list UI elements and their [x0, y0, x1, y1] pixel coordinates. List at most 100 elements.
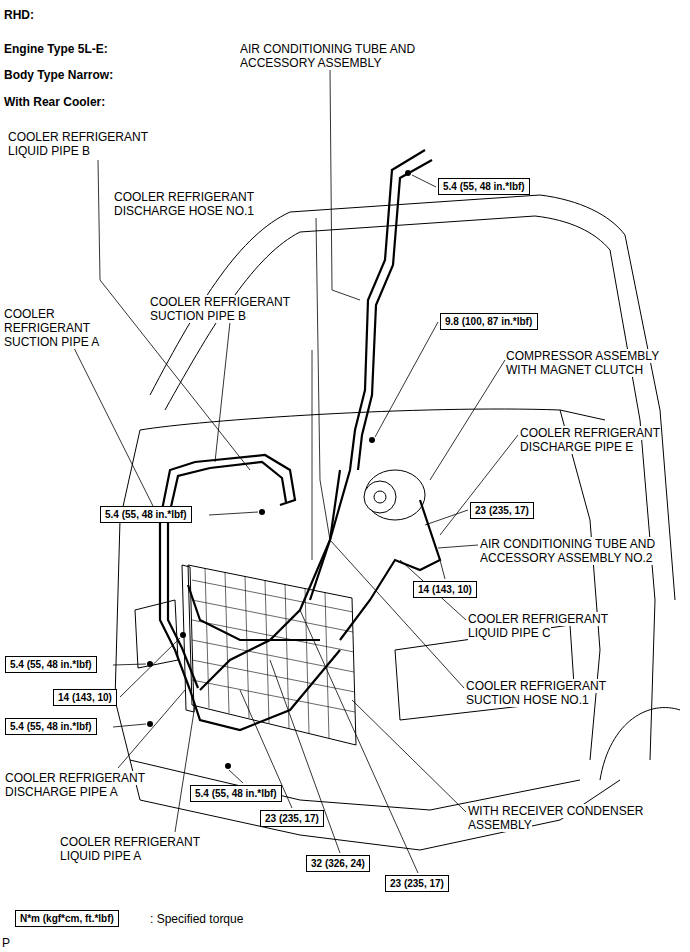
leader-line [440, 435, 518, 535]
leader-line [316, 218, 330, 540]
torque-value: 32 (326, 24) [311, 857, 365, 870]
part-label: COMPRESSOR ASSEMBLY WITH MAGNET CLUTCH [506, 349, 672, 377]
torque-value: 14 (143, 10) [58, 691, 112, 704]
pipe [188, 585, 320, 640]
label-text: AIR CONDITIONING TUBE AND ACCESSORY ASSE… [240, 42, 415, 70]
leader-line [113, 724, 146, 727]
torque-value: N*m (kgf*cm, ft.*lbf) [20, 912, 114, 925]
leader-line [412, 175, 436, 187]
headlamp [135, 600, 178, 668]
torque-box: 14 (143, 10) [53, 689, 117, 706]
refrigerant-pipes [160, 150, 440, 730]
leader-line [352, 700, 466, 812]
torque-box: 32 (326, 24) [306, 855, 370, 872]
part-label: COOLER REFRIGERANT DISCHARGE PIPE A [5, 771, 165, 799]
label-text: Body Type Narrow: [4, 68, 113, 82]
leader-line [312, 350, 313, 560]
torque-value: 5.4 (55, 48 in.*lbf) [195, 787, 277, 800]
label-text: RHD: [4, 8, 34, 22]
front-corner [560, 410, 600, 760]
front-panel [115, 430, 620, 850]
torque-value: 14 (143, 10) [418, 583, 472, 596]
torque-box: 5.4 (55, 48 in.*lbf) [438, 178, 530, 195]
header-label: Engine Type 5L-E: [4, 42, 204, 56]
part-label: COOLER REFRIGERANT LIQUID PIPE B [8, 130, 178, 158]
part-label: COOLER REFRIGERANT LIQUID PIPE C [468, 612, 638, 640]
leader-line [118, 690, 185, 768]
vehicle-outline [115, 195, 680, 850]
label-text: P [2, 936, 10, 950]
bolt [180, 632, 186, 638]
leader-line [300, 610, 418, 873]
leader-line [120, 638, 180, 697]
torque-value: 23 (235, 17) [265, 812, 319, 825]
torque-box: 9.8 (100, 87 in.*lbf) [440, 313, 538, 330]
pipe [160, 460, 215, 690]
header-label: Body Type Narrow: [4, 68, 204, 82]
label-text: COOLER REFRIGERANT LIQUID PIPE B [8, 130, 148, 158]
magnet-clutch [364, 481, 396, 513]
torque-box: 14 (143, 10) [413, 581, 477, 598]
part-label: AIR CONDITIONING TUBE AND ACCESSORY ASSE… [240, 42, 440, 70]
label-text: COOLER REFRIGERANT DISCHARGE HOSE NO.1 [114, 190, 254, 218]
torque-value: 23 (235, 17) [475, 504, 529, 517]
leader-line [430, 360, 505, 480]
label-text: COOLER REFRIGERANT DISCHARGE PIPE A [5, 771, 145, 799]
condenser [182, 565, 356, 745]
part-label: WITH RECEIVER CONDENSER ASSEMBLY [468, 804, 660, 832]
leader-line [425, 510, 468, 525]
condenser-fins [192, 580, 355, 712]
torque-value: 5.4 (55, 48 in.*lbf) [10, 658, 92, 671]
label-text: Engine Type 5L-E: [4, 42, 108, 56]
leader-line [209, 512, 258, 515]
wheel-arch [600, 708, 680, 780]
pipe [358, 160, 432, 470]
label-text: COOLER REFRIGERANT SUCTION HOSE NO.1 [466, 679, 606, 707]
leader-line [113, 664, 146, 665]
pipe [340, 500, 440, 640]
bolt [259, 509, 265, 515]
label-text: COOLER REFRIGERANT SUCTION PIPE A [4, 307, 99, 349]
body-side [610, 250, 655, 760]
torque-box: 5.4 (55, 48 in.*lbf) [5, 656, 97, 673]
leader-line [330, 70, 360, 300]
part-label: COOLER REFRIGERANT DISCHARGE PIPE E [520, 426, 680, 454]
label-text: COOLER REFRIGERANT LIQUID PIPE A [60, 835, 200, 863]
leader-line [70, 340, 160, 520]
part-label: AIR CONDITIONING TUBE AND ACCESSORY ASSE… [480, 537, 684, 565]
legend-box: N*m (kgf*cm, ft.*lbf) [15, 910, 119, 927]
part-label: COOLER REFRIGERANT SUCTION PIPE A [4, 307, 122, 349]
label-text: AIR CONDITIONING TUBE AND ACCESSORY ASSE… [480, 537, 655, 565]
bolt [147, 721, 153, 727]
leader-line [438, 545, 478, 548]
torque-box: 5.4 (55, 48 in.*lbf) [100, 506, 192, 523]
compressor-body [365, 470, 425, 520]
label-text: : Specified torque [150, 912, 243, 926]
header-label: With Rear Cooler: [4, 95, 204, 109]
bumper [130, 760, 580, 810]
leader-line [440, 560, 445, 579]
torque-box: 23 (235, 17) [385, 875, 449, 892]
label-text: COOLER REFRIGERANT SUCTION PIPE B [150, 295, 290, 323]
leader-line [215, 322, 230, 462]
compressor [364, 470, 425, 520]
pipe [310, 150, 425, 600]
torque-value: 23 (235, 17) [390, 877, 444, 890]
page-code: P [2, 936, 32, 950]
leader-line [175, 705, 195, 832]
part-label: COOLER REFRIGERANT SUCTION HOSE NO.1 [466, 679, 636, 707]
condenser-fins [205, 568, 329, 738]
torque-value: 5.4 (55, 48 in.*lbf) [105, 508, 187, 521]
pipe [168, 468, 210, 688]
part-label: COOLER REFRIGERANT DISCHARGE HOSE NO.1 [114, 190, 274, 218]
condenser-core [188, 565, 356, 745]
torque-box: 23 (235, 17) [260, 810, 324, 827]
part-label: COOLER REFRIGERANT LIQUID PIPE A [60, 835, 230, 863]
torque-box: 23 (235, 17) [470, 502, 534, 519]
part-label: COOLER REFRIGERANT SUCTION PIPE B [150, 295, 310, 323]
torque-value: 9.8 (100, 87 in.*lbf) [445, 315, 533, 328]
torque-box: 5.4 (55, 48 in.*lbf) [5, 718, 97, 735]
torque-value: 5.4 (55, 48 in.*lbf) [10, 720, 92, 733]
clutch-hub [374, 491, 386, 503]
